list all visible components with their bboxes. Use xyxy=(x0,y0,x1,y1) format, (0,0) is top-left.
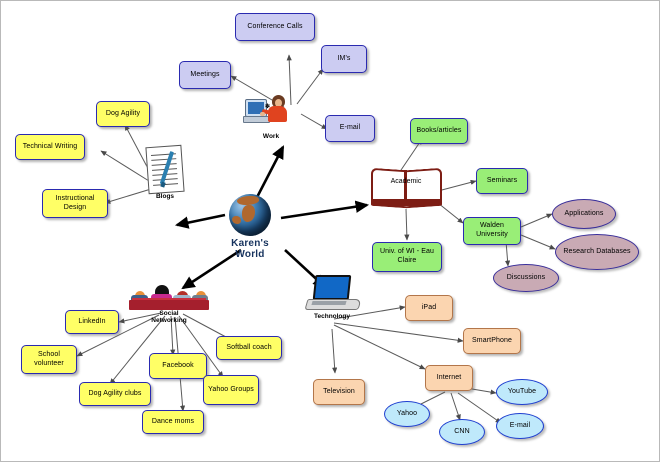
node-research-databases[interactable]: Research Databases xyxy=(555,234,639,270)
node-dance-moms[interactable]: Dance moms xyxy=(142,410,204,434)
center-node-karens-world[interactable]: Karen's World xyxy=(220,194,280,260)
node-seminars[interactable]: Seminars xyxy=(476,168,528,194)
node-label: Discussions xyxy=(506,273,546,281)
node-label: iPad xyxy=(421,303,437,311)
node-label: CNN xyxy=(454,427,470,435)
node-smartphone[interactable]: SmartPhone xyxy=(463,328,521,354)
notepad-pen-icon xyxy=(145,144,185,195)
node-label: Books/articles xyxy=(416,126,462,134)
node-dog-agility[interactable]: Dog Agility xyxy=(96,101,150,127)
group-of-people-icon xyxy=(129,276,209,310)
node-books-articles[interactable]: Books/articles xyxy=(410,118,468,144)
node-label: Dog Agility xyxy=(105,109,141,117)
node-label: Univ. of WI - Eau Claire xyxy=(379,248,435,264)
node-label: Applications xyxy=(564,209,604,217)
node-label: Dog Agility clubs xyxy=(88,389,142,397)
node-walden-university[interactable]: Walden University xyxy=(463,217,521,245)
node-label: Seminars xyxy=(486,176,518,184)
node-label: Dance moms xyxy=(151,417,195,425)
node-label: E-mail xyxy=(509,421,531,429)
branch-hub-blogs[interactable]: Blogs xyxy=(134,144,196,201)
node-softball-coach[interactable]: Softball coach xyxy=(216,336,282,360)
node-yahoo[interactable]: Yahoo xyxy=(384,401,430,427)
node-ipad[interactable]: iPad xyxy=(405,295,453,321)
node-television[interactable]: Television xyxy=(313,379,365,405)
node-label: Television xyxy=(323,387,355,395)
node-instructional-design[interactable]: Instructional Design xyxy=(42,189,108,218)
node-label: Yahoo Groups xyxy=(208,385,254,393)
node-school-volunteer[interactable]: School volunteer xyxy=(21,345,77,374)
node-ims[interactable]: IM's xyxy=(321,45,367,73)
node-label: E-mail xyxy=(339,124,361,132)
branch-hub-social-networking[interactable]: Social Networking xyxy=(128,276,210,325)
node-label: IM's xyxy=(337,54,351,62)
node-meetings[interactable]: Meetings xyxy=(179,61,231,89)
open-book-icon: Academic xyxy=(371,167,442,209)
branch-hub-technology[interactable]: Technology xyxy=(301,273,363,321)
laptop-icon xyxy=(304,273,362,313)
node-applications[interactable]: Applications xyxy=(552,199,616,229)
node-discussions[interactable]: Discussions xyxy=(493,264,559,292)
branch-hub-label-work: Work xyxy=(262,133,280,140)
node-label: Yahoo xyxy=(396,409,418,417)
branch-hub-label-academic: Academic xyxy=(390,178,422,185)
node-label: Facebook xyxy=(162,361,194,369)
person-at-computer-icon: ✻ xyxy=(241,93,301,133)
node-label: Technical Writing xyxy=(22,142,78,150)
branch-hub-work[interactable]: ✻ Work xyxy=(240,93,302,141)
node-label: Walden University xyxy=(476,222,508,238)
node-label: YouTube xyxy=(507,387,537,395)
node-label: School volunteer xyxy=(34,350,64,367)
node-label: SmartPhone xyxy=(472,336,512,344)
node-conference-calls[interactable]: Conference Calls xyxy=(235,13,315,41)
node-label: Research Databases xyxy=(563,247,631,255)
node-label: Internet xyxy=(436,373,462,381)
node-internet[interactable]: Internet xyxy=(425,365,473,391)
node-label: Softball coach xyxy=(226,343,272,351)
node-linkedin[interactable]: LinkedIn xyxy=(65,310,119,334)
branch-hub-label-blogs: Blogs xyxy=(155,193,175,200)
node-dog-agility-clubs[interactable]: Dog Agility clubs xyxy=(79,382,151,406)
node-facebook[interactable]: Facebook xyxy=(149,353,207,379)
node-cnn[interactable]: CNN xyxy=(439,419,485,445)
globe-icon xyxy=(229,194,271,236)
node-label: LinkedIn xyxy=(78,317,106,325)
node-yahoo-groups[interactable]: Yahoo Groups xyxy=(203,375,259,405)
node-technical-writing[interactable]: Technical Writing xyxy=(15,134,85,160)
branch-hub-label-social: Social Networking xyxy=(151,310,187,324)
center-node-label: Karen's World xyxy=(231,238,269,260)
branch-hub-label-technology: Technology xyxy=(314,313,350,320)
node-youtube[interactable]: YouTube xyxy=(496,379,548,405)
node-label: Conference Calls xyxy=(247,22,303,30)
node-label: Meetings xyxy=(190,70,220,78)
node-label: Instructional Design xyxy=(55,194,95,211)
node-email-net[interactable]: E-mail xyxy=(496,413,544,439)
node-univ-wi-eau-claire[interactable]: Univ. of WI - Eau Claire xyxy=(372,242,442,272)
branch-hub-academic[interactable]: Academic xyxy=(370,167,442,209)
node-email-work[interactable]: E-mail xyxy=(325,115,375,142)
